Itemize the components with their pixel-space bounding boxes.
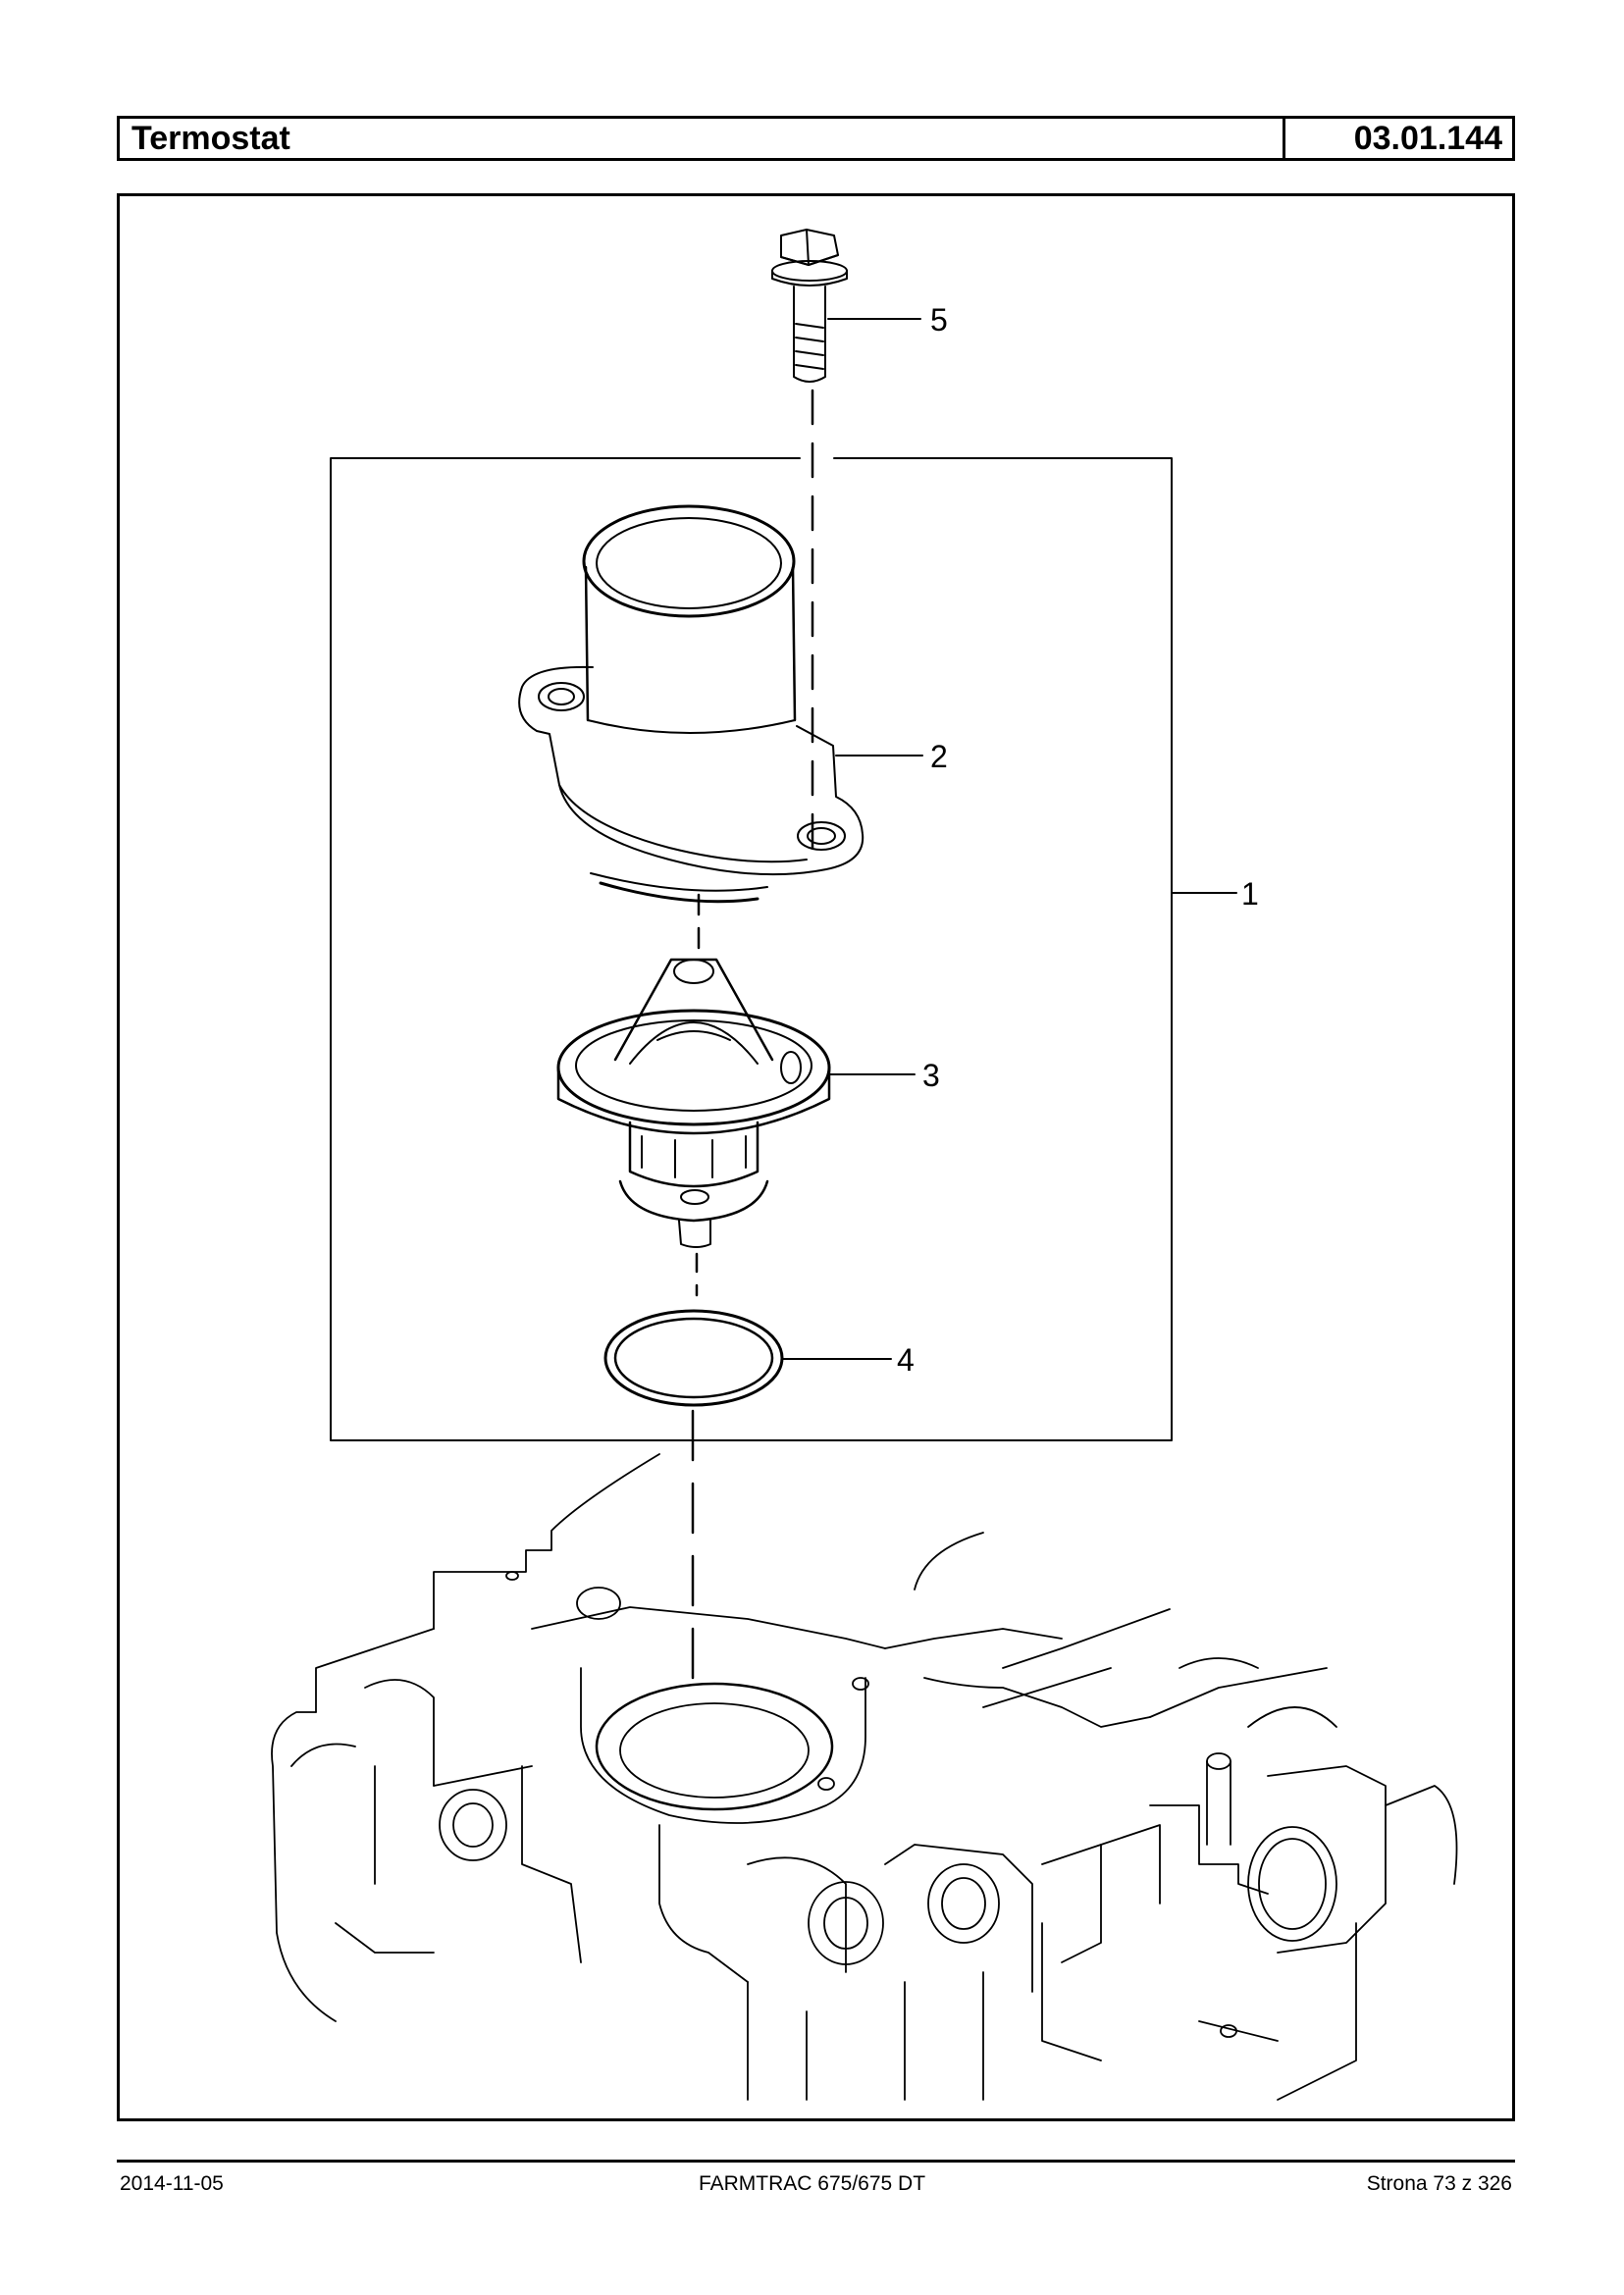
footer-date: 2014-11-05 (120, 2172, 224, 2195)
footer-divider (117, 2160, 1515, 2163)
o-ring-part (603, 1309, 784, 1407)
thermostat-exploded-diagram: 5 2 1 3 4 (271, 229, 1458, 2101)
footer-page-number: Strona 73 z 326 (1366, 2172, 1512, 2195)
housing-part (518, 504, 864, 904)
page-title: Termostat (131, 120, 290, 157)
callout-leaders (781, 318, 1237, 1360)
callout-5: 5 (930, 302, 948, 338)
callout-2: 2 (930, 739, 948, 774)
page-header: Termostat 03.01.144 (117, 116, 1515, 161)
section-code: 03.01.144 (1283, 119, 1512, 158)
engine-block (271, 1453, 1458, 2101)
callout-3: 3 (922, 1058, 940, 1093)
callout-1: 1 (1241, 876, 1259, 912)
bolt-part (771, 229, 848, 383)
callout-4: 4 (897, 1342, 915, 1378)
parts-diagram-frame: 5 2 1 3 4 (117, 193, 1515, 2121)
thermostat-valve-part (556, 958, 831, 1248)
footer-model: FARMTRAC 675/675 DT (698, 2172, 926, 2195)
assembly-kit-box (330, 457, 1173, 1441)
